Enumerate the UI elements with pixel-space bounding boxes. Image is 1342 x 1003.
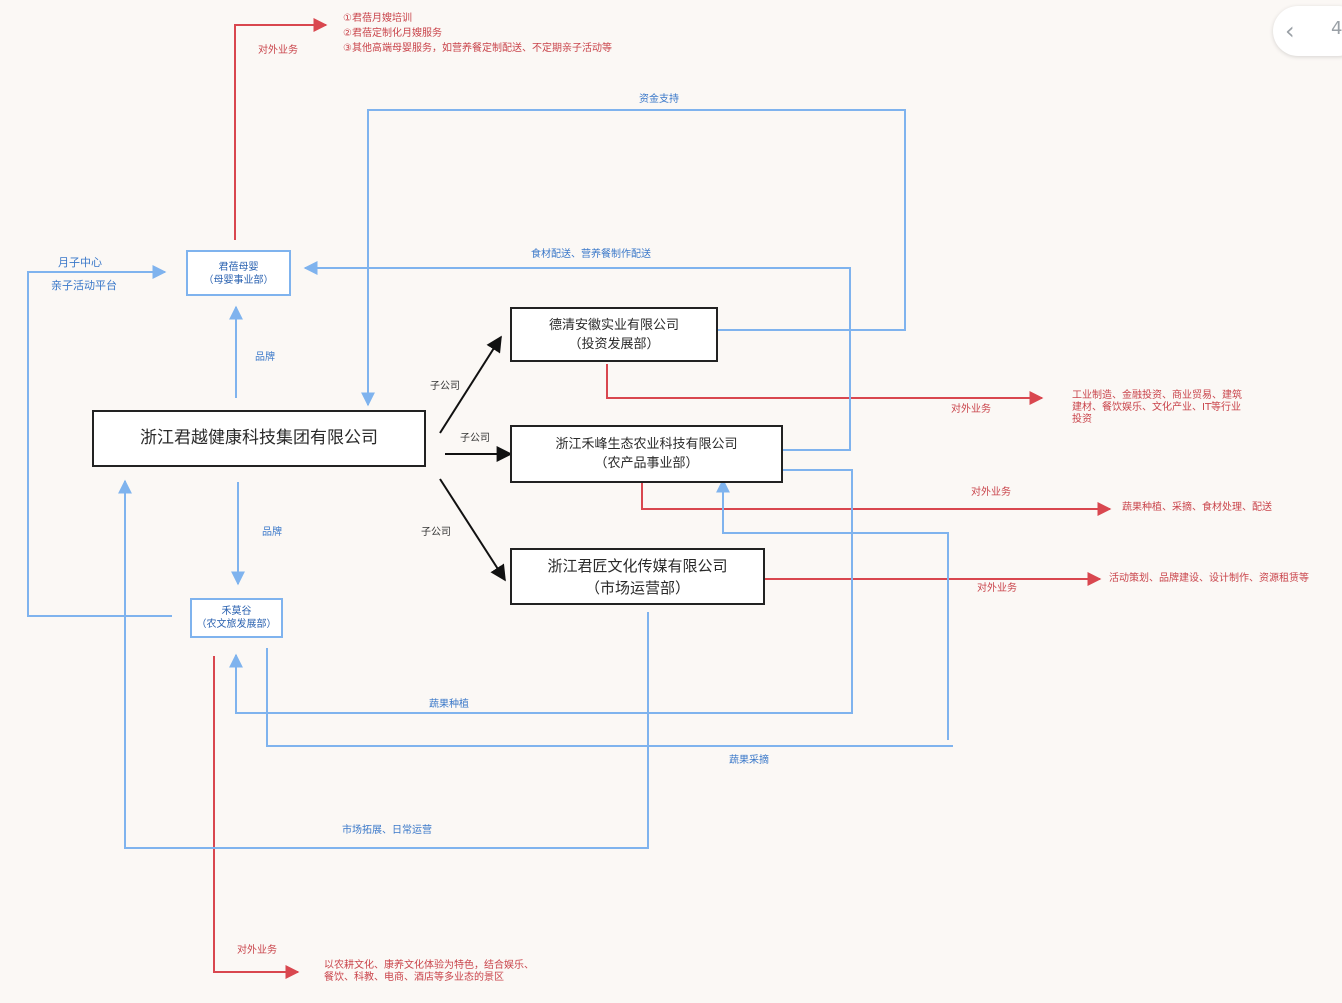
connector-yuezi-loop bbox=[27, 265, 172, 617]
desc-hefeng-line: 蔬果种植、采摘、食材处理、配送 bbox=[1122, 502, 1272, 513]
connector-hefeng-external bbox=[641, 483, 1112, 516]
arrow-sub-deqing bbox=[439, 335, 502, 434]
box-deqing-name: 德清安徽实业有限公司 bbox=[548, 318, 679, 333]
box-junjiang-name: 浙江君匠文化传媒有限公司 bbox=[547, 557, 728, 575]
box-hemogu-dept: （农文旅发展部） bbox=[196, 619, 277, 630]
label-external-deqing: 对外业务 bbox=[951, 404, 991, 415]
label-brand-up: 品牌 bbox=[255, 352, 275, 363]
box-hemogu: 禾莫谷 （农文旅发展部） bbox=[190, 598, 283, 638]
box-hefeng-name: 浙江禾峰生态农业科技有限公司 bbox=[555, 437, 738, 452]
label-external-bottom: 对外业务 bbox=[237, 945, 277, 956]
connector-picking bbox=[266, 648, 953, 747]
arrow-sub-junjiang bbox=[439, 478, 506, 582]
desc-hemogu-line: 餐饮、科教、电商、酒店等多业态的景区 bbox=[324, 972, 504, 983]
page-number: 4 bbox=[1331, 18, 1342, 39]
box-junbei-name: 君蓓母婴 bbox=[218, 262, 259, 273]
box-junjiang: 浙江君匠文化传媒有限公司 （市场运营部） bbox=[510, 548, 765, 605]
page-nav: ‹ 4 bbox=[1273, 6, 1342, 56]
label-food-delivery: 食材配送、营养餐制作配送 bbox=[531, 249, 651, 260]
label-planting: 蔬果种植 bbox=[429, 699, 469, 710]
desc-junbei-line: ①君蓓月嫂培训 bbox=[343, 13, 412, 24]
desc-junjiang-line: 活动策划、品牌建设、设计制作、资源租赁等 bbox=[1109, 573, 1309, 584]
label-sub3: 子公司 bbox=[421, 527, 451, 538]
desc-junbei: ①君蓓月嫂培训 ②君蓓定制化月嫂服务 ③其他高端母婴服务，如营养餐定制配送、不定… bbox=[343, 11, 612, 56]
box-deqing-dept: （投资发展部） bbox=[568, 337, 660, 352]
label-yuezi: 月子中心 bbox=[58, 256, 102, 269]
desc-deqing: 工业制造、金融投资、商业贸易、建筑 建材、餐饮娱乐、文化产业、IT等行业 投资 bbox=[1072, 390, 1242, 426]
box-deqing: 德清安徽实业有限公司 （投资发展部） bbox=[510, 307, 718, 362]
label-qinzi: 亲子活动平台 bbox=[51, 279, 117, 292]
connector-food-delivery bbox=[303, 261, 851, 451]
box-group-name: 浙江君越健康科技集团有限公司 bbox=[140, 428, 378, 448]
label-sub1: 子公司 bbox=[430, 381, 460, 392]
label-funding: 资金支持 bbox=[639, 94, 679, 105]
box-hefeng-dept: （农产品事业部） bbox=[594, 456, 699, 471]
desc-hemogu-line: 以农耕文化、康养文化体验为特色，结合娱乐、 bbox=[324, 960, 534, 971]
connector-funding bbox=[361, 109, 906, 407]
desc-hemogu: 以农耕文化、康养文化体验为特色，结合娱乐、 餐饮、科教、电商、酒店等多业态的景区 bbox=[324, 960, 534, 984]
chevron-left-icon[interactable]: ‹ bbox=[1285, 17, 1295, 45]
connector-planting bbox=[229, 469, 853, 714]
desc-deqing-line: 建材、餐饮娱乐、文化产业、IT等行业 bbox=[1072, 402, 1242, 413]
label-sub2: 子公司 bbox=[460, 433, 490, 444]
box-hemogu-name: 禾莫谷 bbox=[221, 606, 252, 617]
box-junjiang-dept: （市场运营部） bbox=[584, 579, 690, 597]
desc-deqing-line: 工业制造、金融投资、商业贸易、建筑 bbox=[1072, 390, 1242, 401]
label-external-junjiang: 对外业务 bbox=[977, 583, 1017, 594]
label-market: 市场拓展、日常运营 bbox=[342, 825, 432, 836]
connector-market bbox=[118, 479, 649, 849]
box-group: 浙江君越健康科技集团有限公司 bbox=[92, 410, 426, 467]
box-hefeng: 浙江禾峰生态农业科技有限公司 （农产品事业部） bbox=[510, 425, 783, 483]
label-external-hefeng: 对外业务 bbox=[971, 487, 1011, 498]
connector-picking-up bbox=[716, 478, 949, 740]
desc-deqing-line: 投资 bbox=[1072, 414, 1092, 425]
box-junbei: 君蓓母婴 （母婴事业部） bbox=[186, 250, 291, 296]
box-junbei-dept: （母婴事业部） bbox=[203, 275, 274, 286]
desc-junbei-line: ②君蓓定制化月嫂服务 bbox=[343, 28, 442, 39]
label-brand-down: 品牌 bbox=[262, 527, 282, 538]
label-external-top: 对外业务 bbox=[258, 45, 298, 56]
desc-hefeng: 蔬果种植、采摘、食材处理、配送 bbox=[1122, 502, 1272, 514]
desc-junbei-line: ③其他高端母婴服务，如营养餐定制配送、不定期亲子活动等 bbox=[343, 43, 612, 54]
connector-junbei-external bbox=[234, 18, 328, 240]
label-picking: 蔬果采摘 bbox=[729, 755, 769, 766]
desc-junjiang: 活动策划、品牌建设、设计制作、资源租赁等 bbox=[1109, 573, 1309, 585]
connector-deqing-external bbox=[606, 364, 1044, 405]
connector-hemogu-external bbox=[213, 656, 300, 979]
